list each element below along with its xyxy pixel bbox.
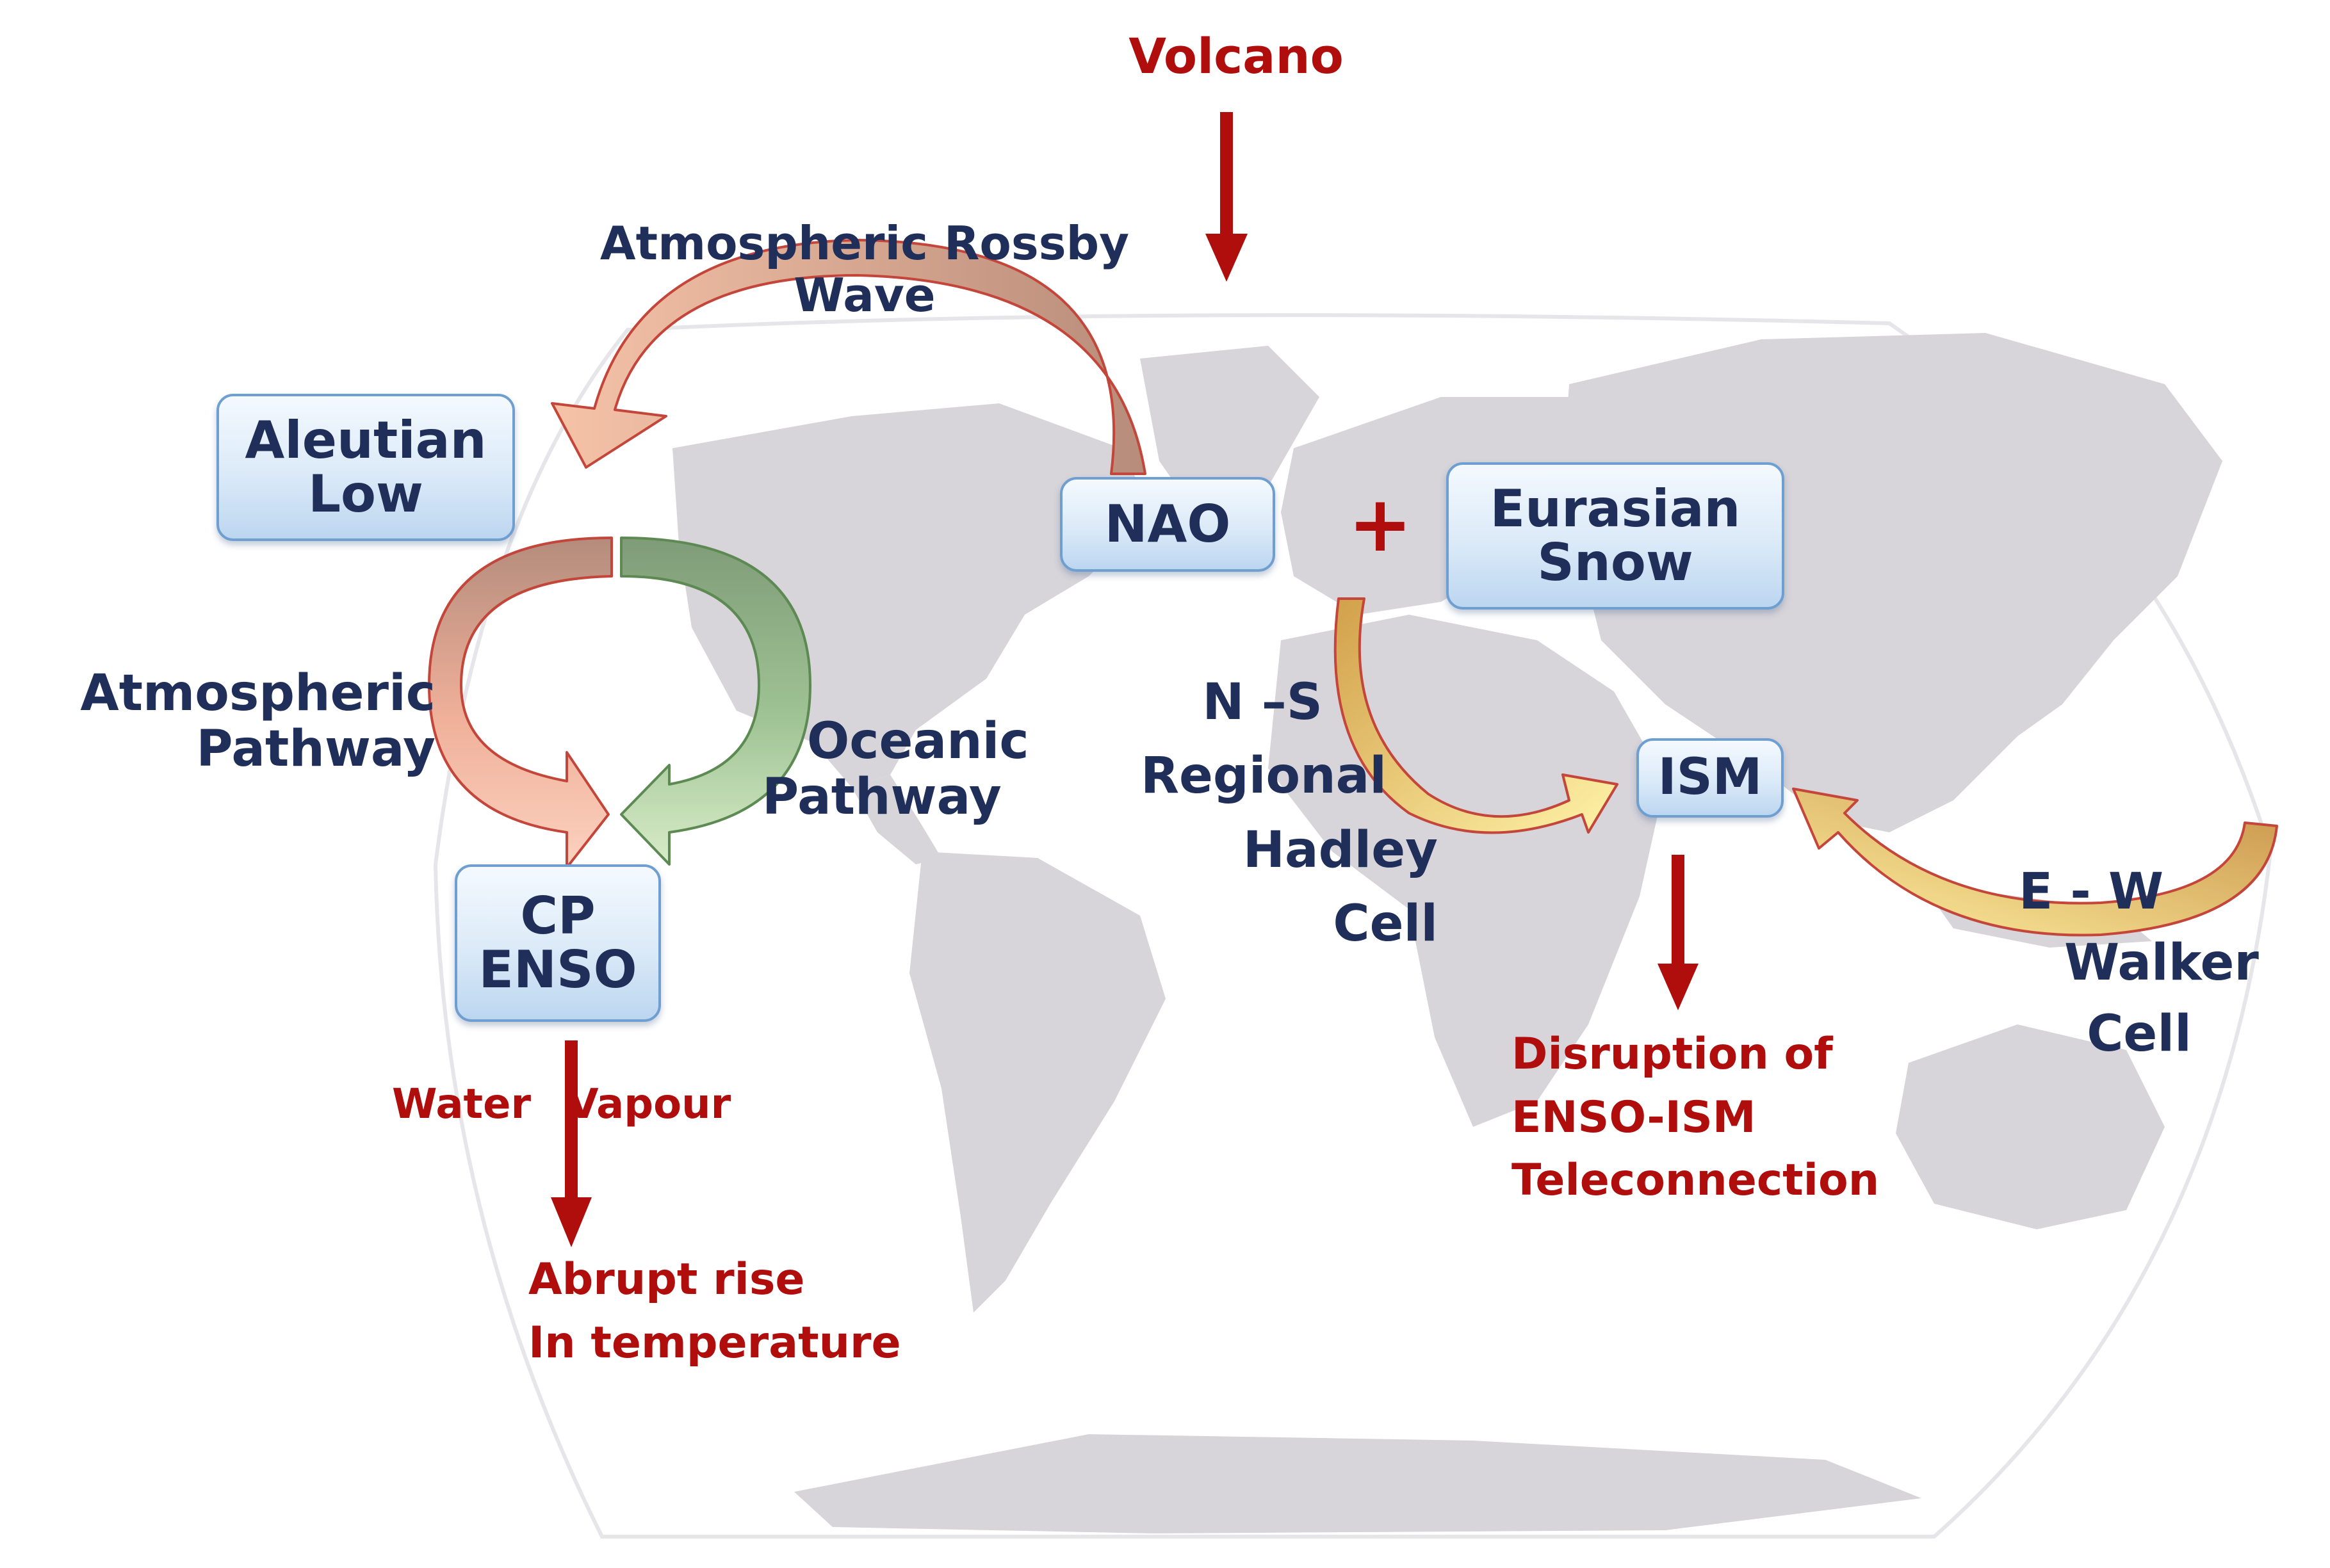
ism-node: ISM bbox=[1636, 738, 1784, 818]
antarctica-landmass bbox=[794, 1434, 1921, 1533]
eurasian-snow-node: Eurasian Snow bbox=[1446, 462, 1784, 610]
disruption-label: Disruption of ENSO-ISM Teleconnection bbox=[1511, 1029, 1880, 1206]
rossby-wave-label: Atmospheric Rossby Wave bbox=[599, 216, 1130, 322]
aleutian-low-node: Aleutian Low bbox=[216, 394, 515, 541]
plus-symbol: + bbox=[1348, 480, 1413, 569]
oceanic-pathway-label: Oceanic Pathway bbox=[762, 713, 1029, 827]
cp-enso-node: CP ENSO bbox=[455, 864, 661, 1022]
central-america-landmass bbox=[852, 775, 941, 864]
abrupt-rise-label: Abrupt rise In temperature bbox=[528, 1254, 901, 1368]
ism-disruption-arrow bbox=[1658, 855, 1699, 1010]
rossby-wave-arrow bbox=[551, 239, 1146, 475]
south-america-landmass bbox=[909, 852, 1166, 1313]
atmospheric-pathway-label: Atmospheric Pathway bbox=[80, 665, 436, 779]
asia-landmass bbox=[1563, 333, 2222, 832]
nao-node: NAO bbox=[1060, 477, 1275, 572]
volcano-arrow bbox=[1205, 112, 1248, 282]
walker-cell-label: E - W Walker Cell bbox=[2018, 863, 2259, 1063]
water-vapour-arrow bbox=[551, 1040, 592, 1247]
walker-cell-arrow bbox=[1792, 788, 2278, 937]
atmospheric-pathway-arrow bbox=[428, 537, 613, 869]
australia-landmass bbox=[1896, 1024, 2165, 1229]
hadley-cell-label: N –S Regional Hadley Cell bbox=[1140, 674, 1438, 953]
oceanic-pathway-arrow bbox=[620, 537, 811, 866]
volcano-label: Volcano bbox=[1128, 28, 1344, 85]
hadley-cell-arrow bbox=[1333, 597, 1618, 834]
